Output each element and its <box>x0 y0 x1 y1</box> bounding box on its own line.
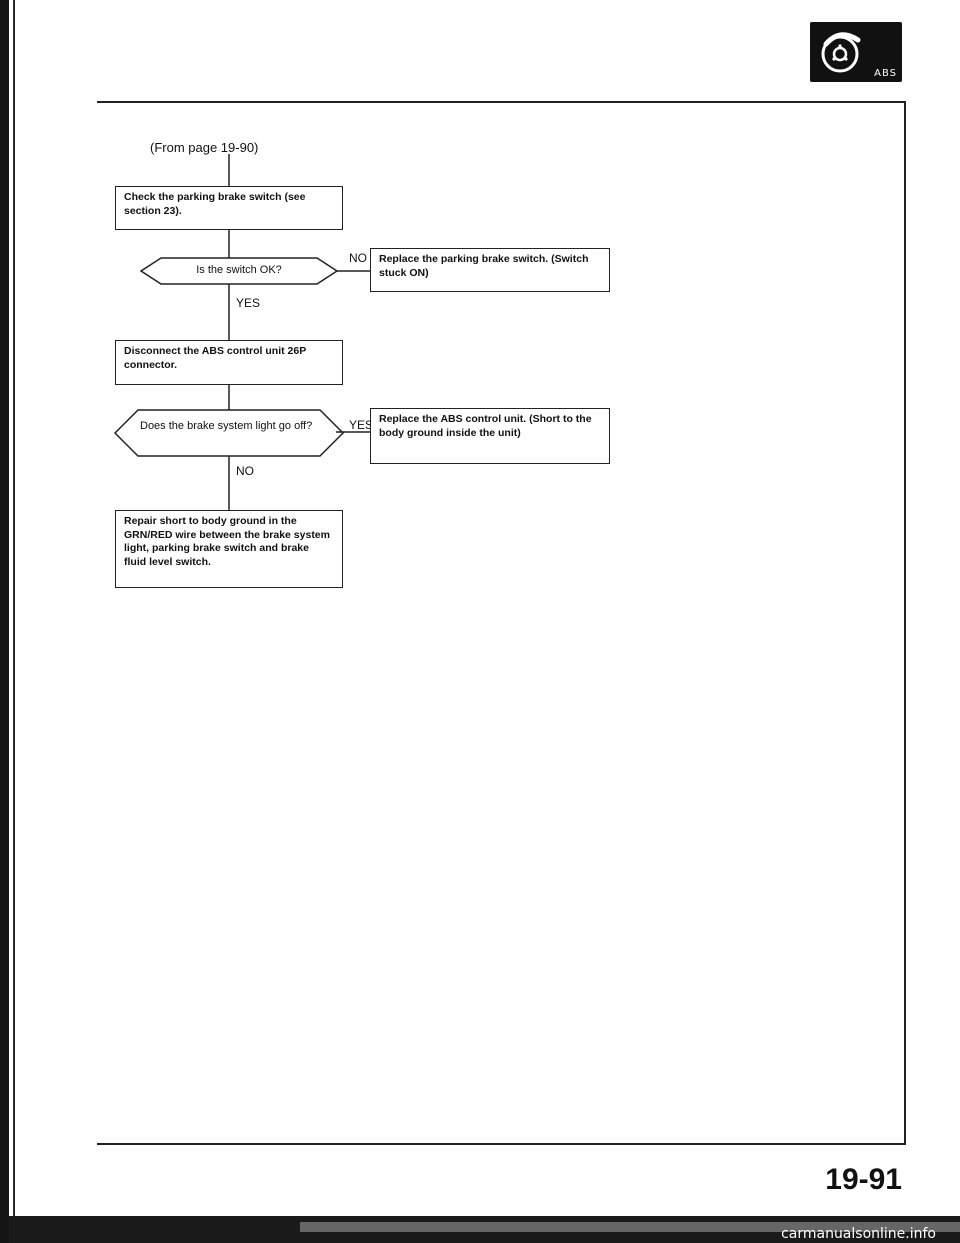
footer-bar-highlight <box>300 1222 960 1232</box>
step-check-parking-brake-switch: Check the parking brake switch (see sect… <box>115 186 343 230</box>
step-disconnect-connector: Disconnect the ABS control unit 26P conn… <box>115 340 343 385</box>
frame-right-rule <box>904 101 906 1145</box>
decision-brake-light-off: Does the brake system light go off? <box>140 420 313 432</box>
decision2-no-label: NO <box>236 464 254 478</box>
page-number: 19-91 <box>825 1163 902 1196</box>
frame-top-rule <box>97 101 906 103</box>
brake-disc-icon <box>821 32 861 73</box>
decision2-yes-label: YES <box>349 418 374 432</box>
decision1-no-label: NO <box>349 251 367 265</box>
action-replace-parking-brake-switch: Replace the parking brake switch. (Switc… <box>370 248 610 292</box>
watermark: carmanualsonline.info <box>781 1226 936 1242</box>
action-replace-abs-control-unit: Replace the ABS control unit. (Short to … <box>370 408 610 464</box>
badge-label: ABS <box>874 68 897 79</box>
step-repair-short-to-ground: Repair short to body ground in the GRN/R… <box>115 510 343 588</box>
frame-bottom-rule <box>97 1143 906 1145</box>
binder-edge-line <box>13 0 15 1243</box>
decision1-yes-label: YES <box>236 296 261 310</box>
binder-edge <box>0 0 9 1243</box>
section-badge: ABS <box>810 22 902 82</box>
from-page-note: (From page 19-90) <box>150 140 259 155</box>
decision-switch-ok: Is the switch OK? <box>196 264 282 276</box>
